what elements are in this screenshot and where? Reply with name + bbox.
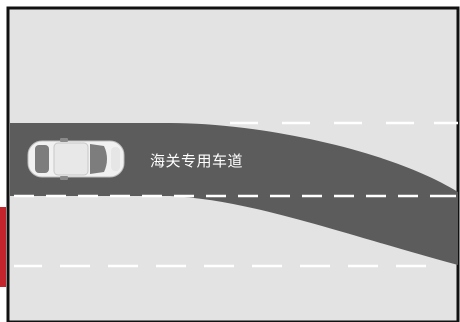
car-top-view-icon <box>27 138 125 180</box>
customs-lane-label: 海关专用车道 <box>150 152 244 170</box>
side-marker <box>0 207 6 287</box>
